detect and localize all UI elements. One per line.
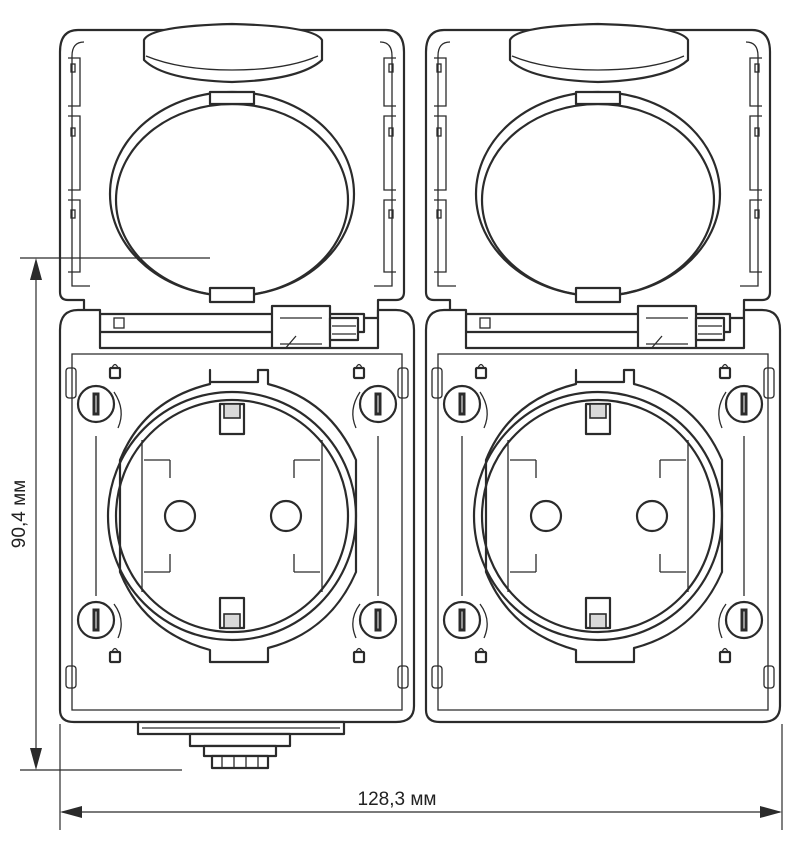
- height-dimension: [20, 257, 210, 771]
- height-label: 90,4 мм: [9, 480, 30, 548]
- width-label: 128,3 мм: [358, 789, 437, 810]
- left-socket: [58, 22, 416, 724]
- width-dimension: [59, 724, 783, 830]
- cable-gland: [136, 720, 346, 770]
- right-socket: [424, 22, 782, 724]
